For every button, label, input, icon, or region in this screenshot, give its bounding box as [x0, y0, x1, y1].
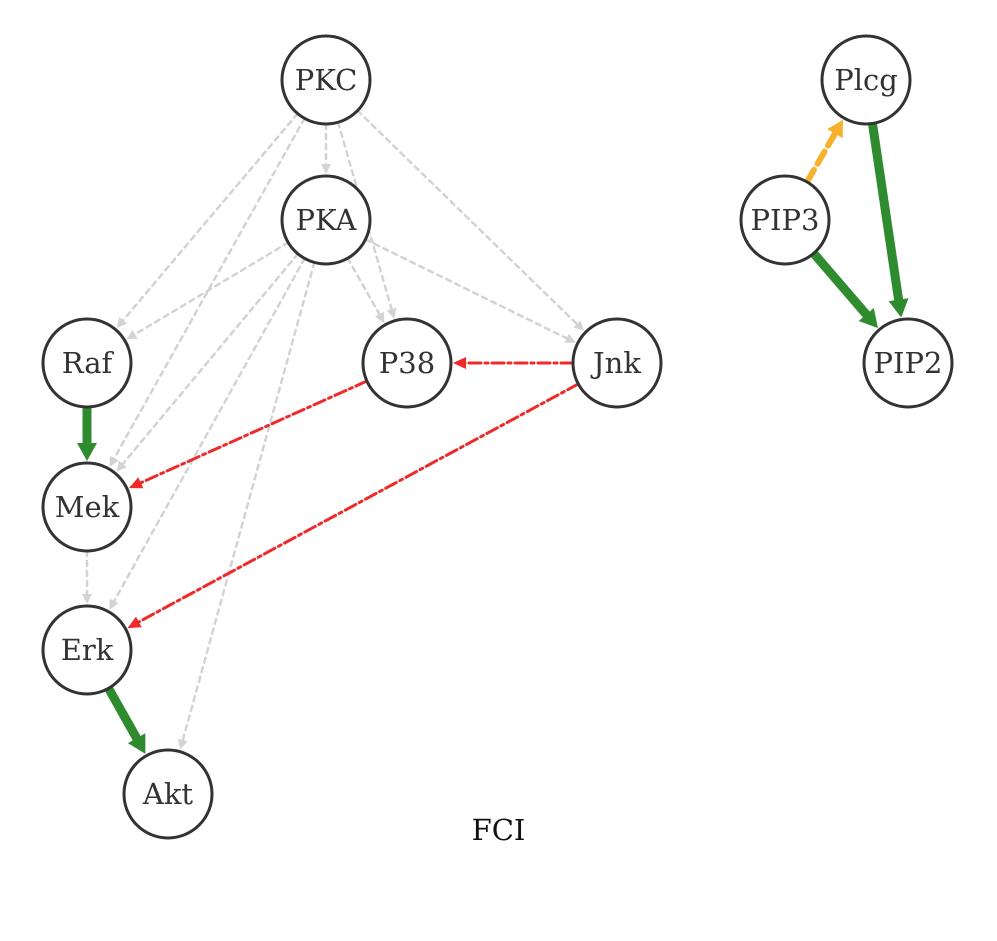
arrowhead [126, 330, 138, 340]
node-label: PKA [296, 203, 358, 237]
node-label: Erk [61, 633, 114, 667]
arrowhead [321, 164, 331, 174]
edge-line [135, 382, 580, 625]
edge-pka-erk [109, 257, 306, 610]
edge-line [181, 261, 316, 744]
node-label: PIP2 [874, 346, 943, 380]
arrowhead [116, 317, 127, 328]
node-p38: P38 [361, 317, 453, 409]
edge-pkc-p38 [336, 121, 397, 319]
edge-line [132, 241, 290, 337]
arrowhead [116, 460, 127, 472]
node-circle [122, 748, 214, 840]
edge-jnk-erk [127, 382, 580, 629]
node-label: Mek [55, 490, 120, 524]
node-raf: Raf [41, 317, 133, 409]
node-circle [361, 317, 453, 409]
graph-caption: FCI [471, 813, 526, 847]
arrowhead [127, 733, 146, 754]
arrowhead [82, 594, 92, 604]
arrowhead [127, 616, 142, 629]
edge-line [364, 238, 570, 341]
arrowhead [128, 477, 144, 489]
arrowhead [375, 311, 385, 323]
edge-line [137, 379, 369, 486]
edge-raf-mek [77, 407, 97, 461]
node-plcg: Plcg [820, 34, 912, 126]
edge-pka-p38 [346, 257, 385, 323]
node-erk: Erk [41, 604, 133, 696]
arrowhead [109, 598, 119, 610]
edge-pkc-raf [116, 112, 299, 328]
edge-line [104, 686, 142, 743]
edge-pka-jnk [364, 238, 576, 343]
edge-line [810, 250, 871, 319]
node-circle [862, 317, 954, 409]
node-pka: PKA [280, 174, 372, 266]
node-label: P38 [379, 346, 435, 380]
node-circle [280, 174, 372, 266]
node-pip2: PIP2 [862, 317, 954, 409]
edge-erk-akt [104, 686, 146, 754]
arrowhead [827, 119, 843, 139]
node-akt: Akt [122, 748, 214, 840]
node-jnk: Jnk [571, 317, 663, 409]
node-label: PIP3 [751, 203, 820, 237]
node-pip3: PIP3 [739, 174, 831, 266]
node-label: PKC [295, 63, 358, 97]
edge-p38-mek [128, 379, 369, 489]
arrowhead [564, 333, 576, 343]
edge-line [111, 257, 306, 605]
node-label: Raf [62, 346, 115, 380]
node-circle [820, 34, 912, 126]
edge-jnk-p38 [453, 357, 575, 369]
arrowhead [386, 307, 397, 319]
edge-line [356, 109, 580, 327]
edge-line [336, 121, 394, 313]
edge-pkc-jnk [356, 109, 584, 331]
edge-layer [77, 109, 909, 754]
arrowhead [77, 443, 97, 461]
arrowhead [109, 455, 119, 467]
node-circle [41, 604, 133, 696]
arrowhead [573, 320, 584, 331]
node-label: Akt [142, 777, 194, 811]
node-circle [571, 317, 663, 409]
edge-pkc-pka [321, 122, 331, 174]
edge-line [346, 257, 382, 318]
edge-pka-akt [178, 261, 316, 750]
node-circle [41, 461, 133, 553]
node-circle [739, 174, 831, 266]
edge-pka-raf [126, 241, 290, 340]
node-mek: Mek [41, 461, 133, 553]
node-label: Jnk [590, 346, 641, 380]
node-circle [41, 317, 133, 409]
edge-plcg-pip2 [868, 122, 909, 318]
arrowhead [888, 298, 909, 318]
node-pkc: PKC [280, 34, 372, 126]
edge-mek-erk [82, 549, 92, 604]
arrowhead [178, 738, 188, 750]
node-circle [280, 34, 372, 126]
edge-pip3-plcg [804, 119, 843, 185]
edge-pkc-mek [109, 117, 306, 467]
edge-line [868, 122, 904, 303]
edge-pip3-pip2 [810, 250, 878, 329]
edge-line [120, 112, 299, 323]
edge-line [120, 252, 300, 467]
arrowhead [453, 357, 466, 369]
edge-pka-mek [116, 252, 300, 472]
arrowhead [858, 308, 878, 329]
node-label: Plcg [834, 63, 898, 97]
edge-line [804, 128, 839, 185]
